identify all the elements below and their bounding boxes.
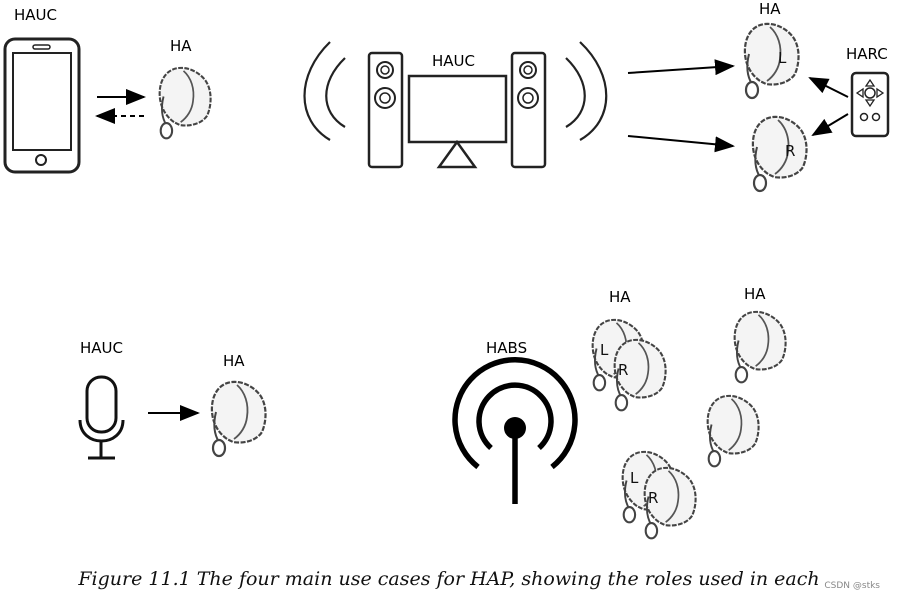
microphone-icon (78, 375, 125, 460)
hearing-aid-left-icon (743, 22, 800, 100)
arrow-tv-to-ha-right (627, 135, 735, 153)
hearing-aid-right-icon (751, 115, 808, 193)
arrow-remote-to-ha-right (811, 113, 849, 137)
label-hauc-phone: HAUC (14, 6, 57, 24)
figure-caption: Figure 11.1 The four main use cases for … (78, 568, 820, 590)
label-ha-broadcast-2: HA (744, 285, 766, 303)
speaker-left-icon (367, 51, 404, 169)
smartphone-icon (3, 37, 81, 174)
left-marker: L (600, 341, 609, 359)
label-ha-top: HA (759, 0, 781, 18)
sound-waves-left-icon (303, 41, 346, 141)
right-marker: R (618, 361, 628, 379)
speaker-right-icon (510, 51, 547, 169)
left-marker: L (778, 49, 787, 67)
hearing-aid-icon (733, 310, 787, 384)
label-ha-mic: HA (223, 352, 245, 370)
label-hauc-mic: HAUC (80, 339, 123, 357)
label-ha-broadcast-1: HA (609, 288, 631, 306)
right-marker: R (785, 142, 795, 160)
arrow-tv-to-ha-left (627, 59, 735, 76)
right-marker: R (648, 489, 658, 507)
hearing-aid-icon (706, 394, 760, 468)
watermark: CSDN @stks (824, 581, 880, 591)
label-hauc-tv: HAUC (432, 52, 475, 70)
monitor-icon (407, 74, 508, 169)
remote-control-icon (850, 71, 890, 138)
broadcast-antenna-icon (452, 357, 578, 504)
sound-waves-right-icon (565, 41, 608, 141)
label-ha-phone: HA (170, 37, 192, 55)
hearing-aid-icon (158, 66, 212, 140)
left-marker: L (630, 469, 639, 487)
arrow-remote-to-ha-left (808, 77, 849, 98)
hearing-aid-icon (210, 380, 267, 458)
label-habs: HABS (486, 339, 528, 357)
label-harc: HARC (846, 45, 888, 63)
